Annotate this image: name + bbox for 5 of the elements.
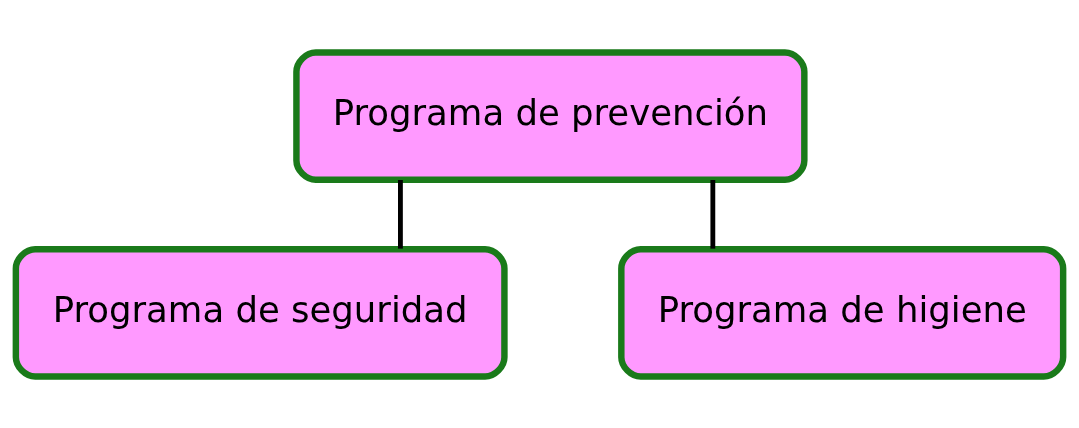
node-box: Programa de seguridad (12, 245, 508, 380)
node-box: Programa de higiene (618, 245, 1067, 380)
connector (710, 179, 716, 249)
connector (398, 179, 403, 249)
node-box: Programa de prevención (293, 48, 808, 183)
